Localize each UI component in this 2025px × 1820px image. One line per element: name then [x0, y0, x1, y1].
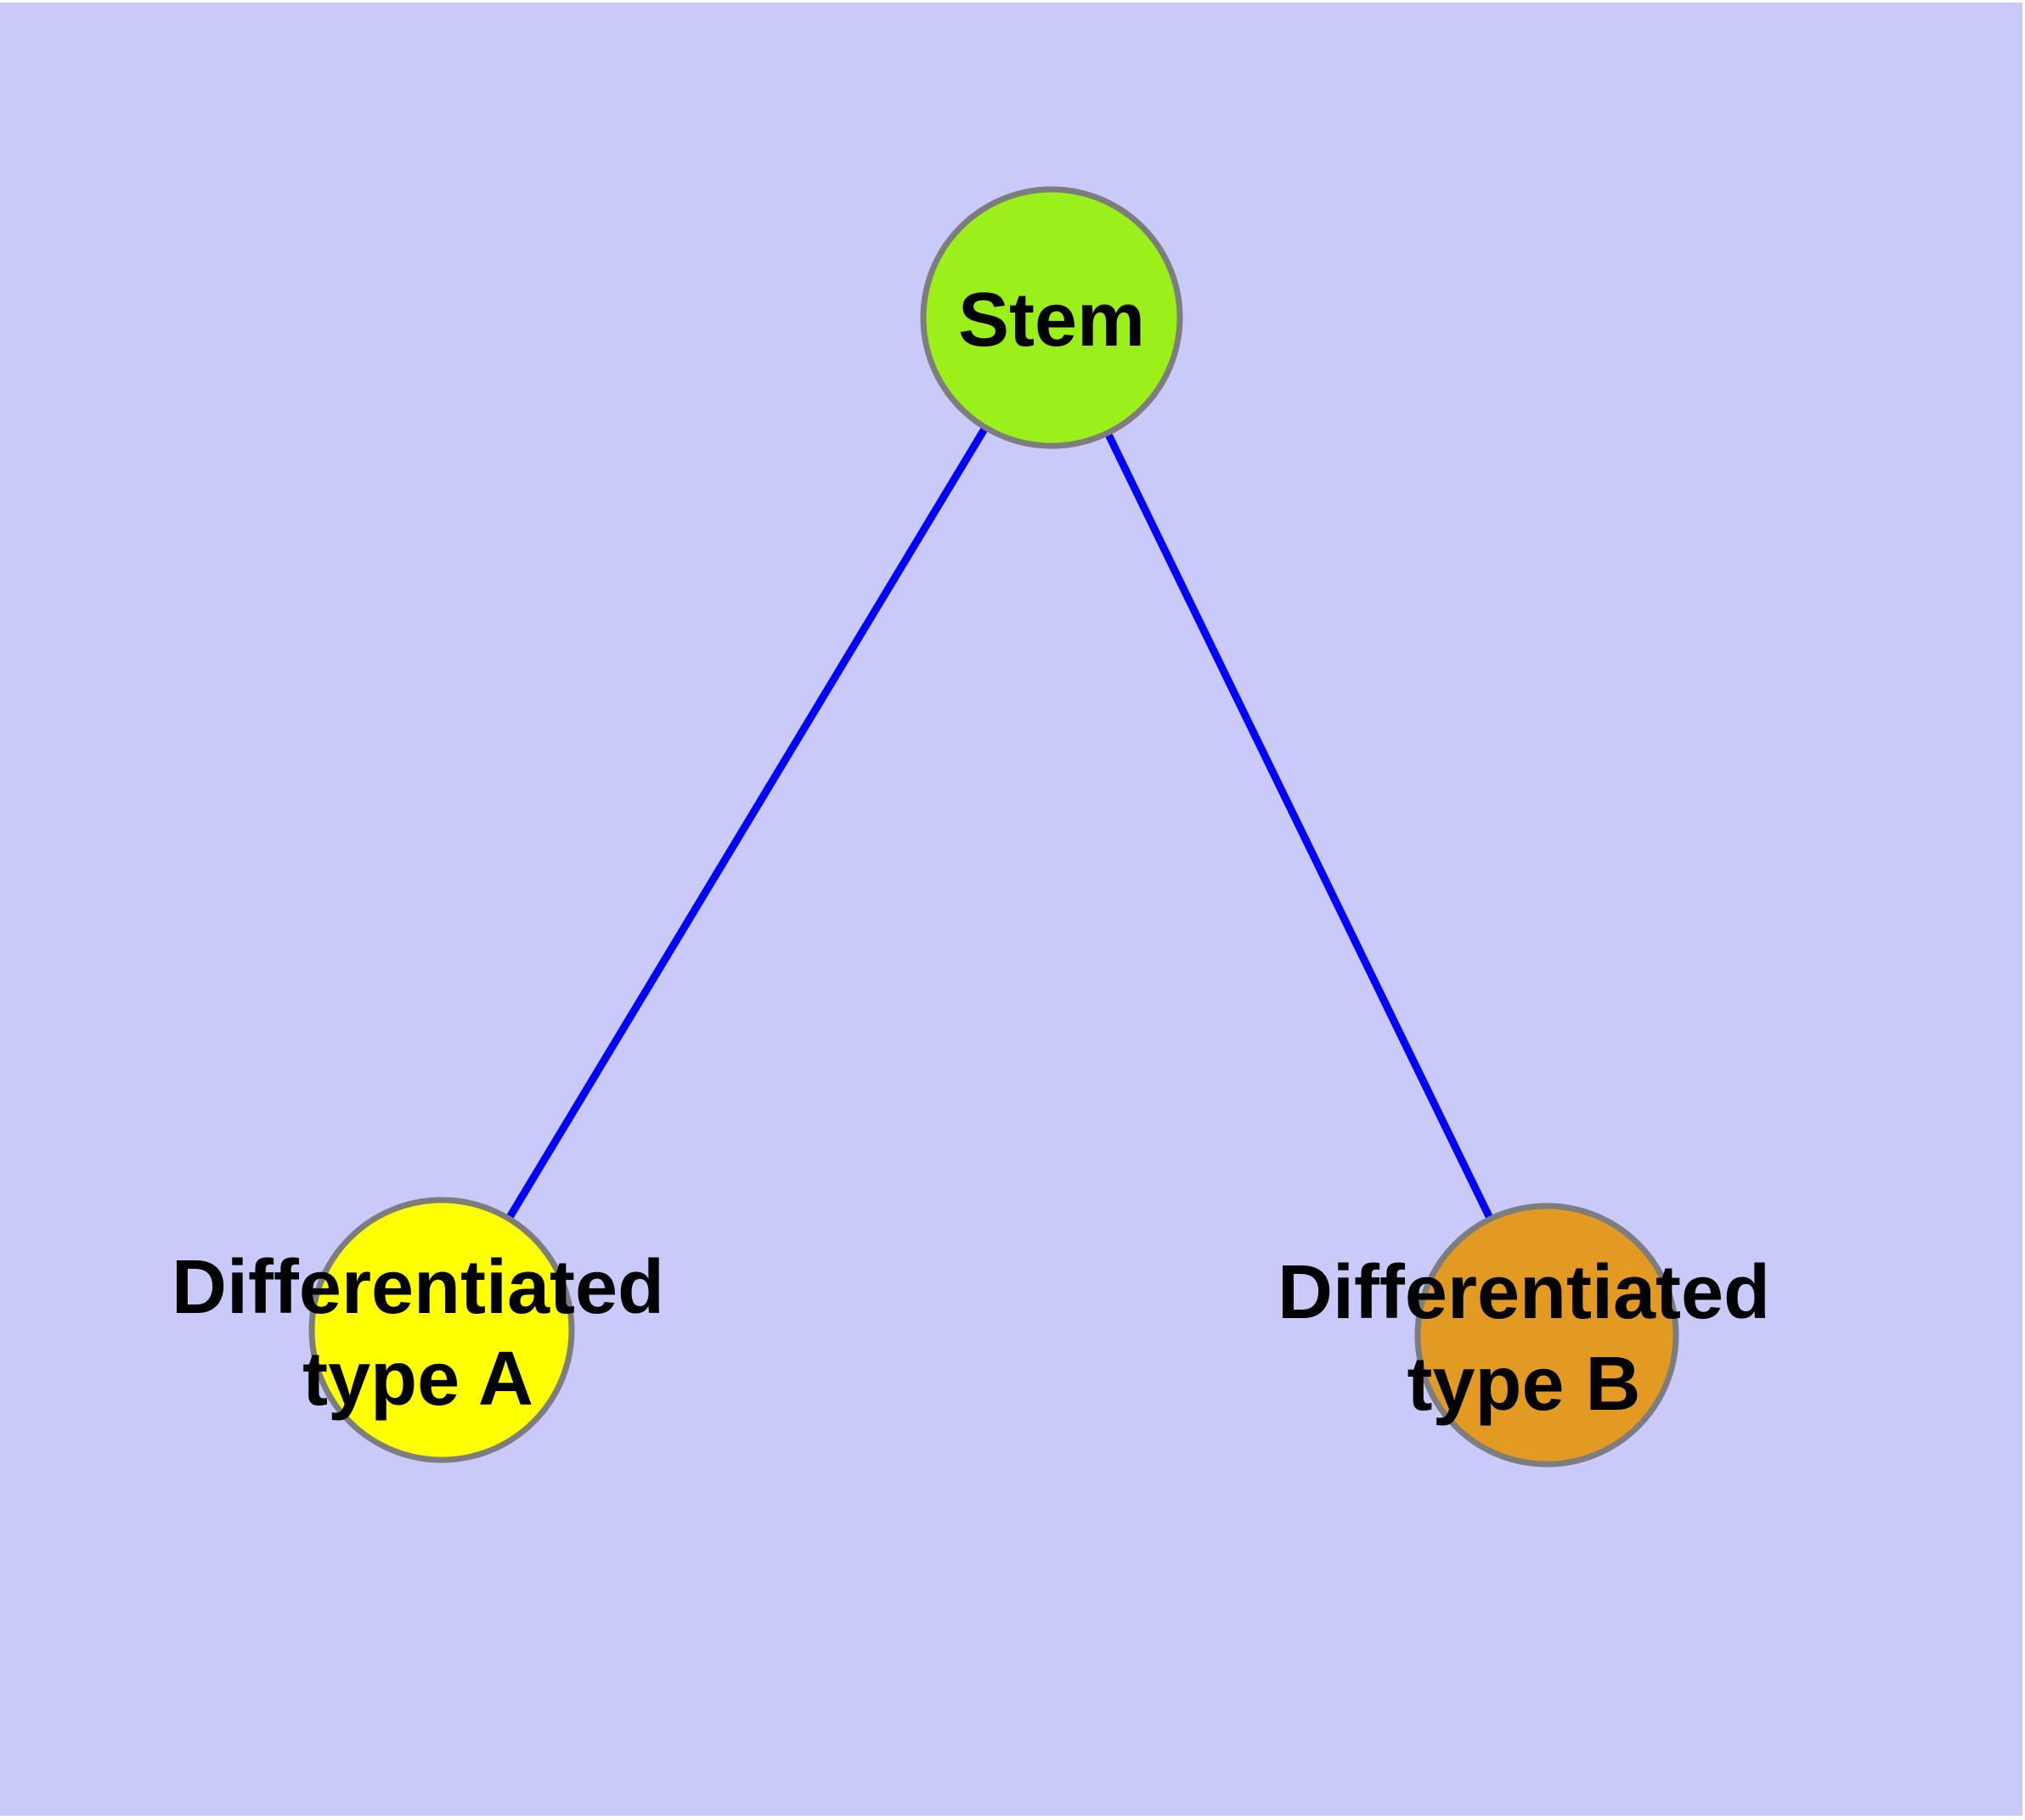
node-stem-label: Stem	[958, 278, 1145, 363]
node-differentiated-type-a	[308, 1197, 575, 1463]
node-differentiated-type-b-label-line1: Differentiated	[1278, 1250, 1770, 1335]
node-differentiated-type-b-label-line2: type B	[1407, 1342, 1640, 1427]
edge-stem-to-type-a	[438, 315, 1055, 1333]
node-differentiated-type-b	[1414, 1203, 1679, 1468]
node-differentiated-type-a-label-line2: type A	[302, 1337, 533, 1422]
edge-stem-to-type-b	[1047, 316, 1551, 1337]
node-stem	[920, 186, 1183, 449]
node-differentiated-type-a-label-line1: Differentiated	[172, 1245, 664, 1330]
